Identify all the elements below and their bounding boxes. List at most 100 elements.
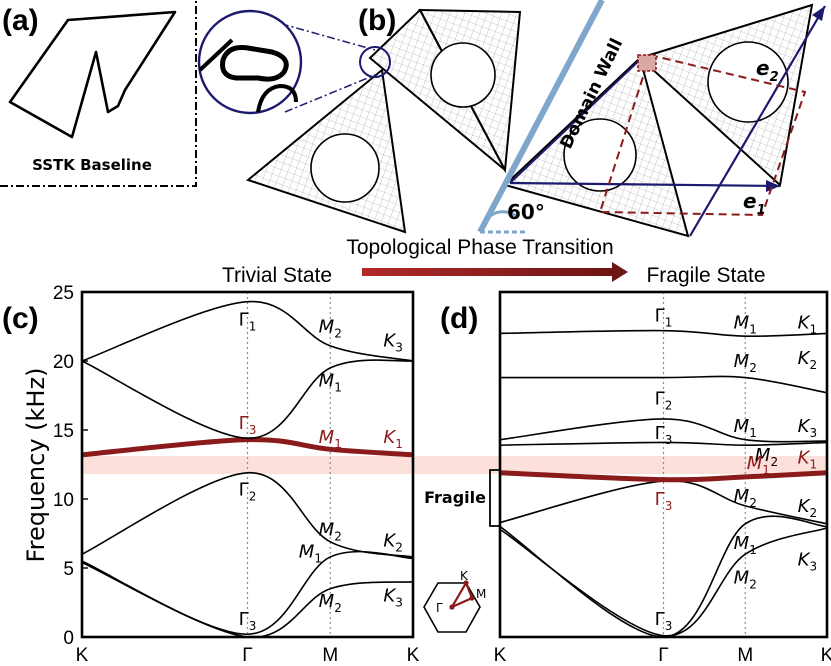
- transition-arrow-head: [612, 262, 628, 282]
- zoom-edge-detail: [198, 38, 234, 72]
- trivial-state-label: Trivial State: [222, 264, 332, 287]
- brillouin-zone-inset: K M Γ: [423, 569, 486, 633]
- symmetry-label: Γ2: [655, 388, 673, 412]
- angle-label: 60°: [507, 200, 545, 224]
- x-tick-label: Γ: [242, 645, 252, 666]
- symmetry-label: K1: [798, 312, 817, 336]
- symmetry-label: M2: [734, 568, 757, 592]
- highlighted-band: [81, 437, 414, 458]
- symmetry-label: K3: [798, 550, 817, 574]
- symmetry-label: M1: [734, 533, 757, 557]
- symmetry-label: M1: [747, 453, 770, 477]
- band-line: [499, 329, 828, 338]
- fragile-bracket: [489, 469, 500, 527]
- symmetry-label: Γ1: [239, 310, 257, 334]
- x-tick-label: Γ: [658, 645, 668, 666]
- y-tick-label: 10: [53, 490, 74, 511]
- symmetry-label: K3: [383, 330, 402, 354]
- symmetry-label: Γ1: [655, 305, 673, 329]
- symmetry-label: K2: [798, 496, 817, 520]
- band-line: [499, 527, 828, 637]
- bz-k-label: K: [460, 569, 469, 583]
- x-tick-label: K: [494, 645, 507, 666]
- y-tick-label: 25: [53, 283, 74, 304]
- symmetry-label: K2: [798, 348, 817, 372]
- x-tick-label: K: [407, 645, 420, 666]
- highlighted-band: [499, 470, 828, 483]
- zoom-lower-detail: [256, 83, 298, 113]
- band-line: [499, 375, 828, 394]
- plot-frame: [80, 290, 415, 639]
- symmetry-label: M2: [755, 445, 778, 469]
- lattice-vector-e1: [509, 181, 781, 188]
- symmetry-label: M2: [734, 486, 757, 510]
- e1-label: e1: [743, 189, 766, 218]
- sstk-baseline-caption: SSTK Baseline: [32, 156, 152, 174]
- symmetry-label: Γ3: [655, 609, 673, 633]
- symmetry-label: M2: [319, 519, 342, 543]
- symmetry-label: K1: [383, 427, 402, 451]
- x-tick-label: K: [76, 645, 89, 666]
- panel-a-letter: (a): [2, 4, 39, 37]
- symmetry-label: M2: [319, 317, 342, 341]
- plot-frame: [498, 290, 829, 639]
- phase-transition: Topological Phase Transition Trivial Sta…: [222, 236, 766, 287]
- band-line: [81, 300, 414, 362]
- zoom-leader-bottom: [284, 74, 376, 113]
- e2-arrowhead: [812, 6, 825, 21]
- symmetry-label: M2: [734, 351, 757, 375]
- band-line: [499, 480, 828, 525]
- zoom-slot-detail: [220, 45, 289, 82]
- symmetry-label: Γ3: [239, 609, 257, 633]
- symmetry-label: K3: [383, 586, 402, 610]
- bz-m-label: M: [476, 587, 486, 601]
- fragile-label: Fragile: [424, 488, 486, 507]
- band-line: [499, 418, 828, 443]
- zoom-source-circle: [359, 46, 391, 78]
- hole-left: [310, 133, 380, 203]
- domain-wall-line: [477, 0, 605, 234]
- y-tick-label: 15: [53, 421, 74, 442]
- symmetry-label: M1: [734, 416, 757, 440]
- panel-d-letter: (d): [440, 302, 478, 335]
- y-tick-label: 20: [53, 352, 74, 373]
- symmetry-label: M1: [319, 370, 342, 394]
- panel-b-letter: (b): [358, 4, 396, 37]
- bz-k-point: [463, 580, 469, 586]
- panel-a: (a) SSTK Baseline: [0, 0, 197, 187]
- symmetry-label: M2: [319, 591, 342, 615]
- band-line: [499, 441, 828, 446]
- sstk-baseline-shape: [8, 10, 177, 139]
- hole-right-a: [563, 118, 637, 192]
- hole-top: [430, 42, 496, 108]
- symmetry-label: M1: [299, 541, 322, 565]
- e2-label: e2: [756, 56, 779, 85]
- frequency-highlight-band: [82, 456, 827, 474]
- x-tick-label: K: [821, 645, 831, 666]
- y-tick-label: 0: [63, 628, 74, 649]
- symmetry-label: K3: [798, 416, 817, 440]
- panel-a-frame: [0, 0, 197, 187]
- transition-title: Topological Phase Transition: [346, 236, 613, 259]
- symmetry-label: K1: [798, 448, 817, 472]
- symmetry-label: M1: [734, 312, 757, 336]
- y-tick-label: 5: [63, 559, 74, 580]
- node-marker: [637, 54, 657, 72]
- symmetry-label: M1: [319, 427, 342, 451]
- band-line: [81, 359, 414, 440]
- symmetry-label: Γ2: [239, 479, 257, 503]
- angle-arc: [489, 210, 517, 218]
- x-tick-label: M: [737, 645, 753, 666]
- symmetry-label: K2: [383, 530, 402, 554]
- bz-path: [449, 580, 474, 610]
- transition-arrow-shaft: [362, 268, 612, 276]
- supercell-outline: [598, 53, 807, 217]
- bz-gamma-point: [449, 604, 455, 610]
- bz-gamma-label: Γ: [436, 601, 443, 615]
- symmetry-label: Γ3: [655, 423, 673, 447]
- x-tick-label: M: [322, 645, 338, 666]
- fragile-state-label: Fragile State: [646, 264, 765, 287]
